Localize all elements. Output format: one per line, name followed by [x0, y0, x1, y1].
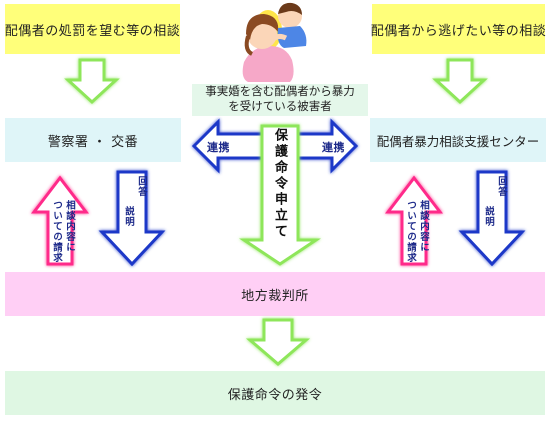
left-reply-label: 回答 — [136, 176, 147, 197]
police-box: 警察署 ・ 交番 — [5, 118, 181, 162]
police-label: 警察署 ・ 交番 — [47, 134, 139, 150]
arrow-right-reply-down — [458, 170, 526, 267]
victim-caption-line2: を受けている被害者 — [228, 99, 332, 113]
protection-order-issuance-label: 保護命令の発令 — [227, 387, 323, 403]
top-right-consultation-box: 配偶者から逃げたい等の相談 — [370, 4, 547, 54]
top-right-consultation-label: 配偶者から逃げたい等の相談 — [370, 23, 547, 39]
protection-order-petition-label: 保護命令申立て — [272, 128, 287, 240]
arrow-protection-order-petition — [239, 124, 321, 266]
victim-caption: 事実婚を含む配偶者から暴力 を受けている被害者 — [192, 84, 368, 116]
left-request-label-line2: ついての請求 — [51, 200, 62, 263]
arrow-top-left-down — [64, 58, 120, 105]
arrow-left-request-up — [30, 175, 90, 266]
top-left-consultation-label: 配偶者の処罰を望む等の相談 — [4, 23, 181, 39]
arrow-court-to-issuance — [245, 318, 311, 366]
right-explain-label: 説明 — [483, 206, 494, 227]
right-reply-label: 回答 — [496, 176, 507, 197]
cooperation-right-label: 連携 — [322, 141, 345, 154]
support-center-label: 配偶者暴力相談支援センター — [376, 133, 540, 149]
district-court-label: 地方裁判所 — [241, 288, 309, 304]
left-explain-label: 説明 — [123, 206, 134, 227]
arrow-top-right-down — [432, 58, 488, 105]
top-left-consultation-box: 配偶者の処罰を望む等の相談 — [5, 4, 180, 54]
arrow-left-reply-down — [98, 170, 166, 267]
support-center-box: 配偶者暴力相談支援センター — [370, 118, 546, 162]
cooperation-left-label: 連携 — [207, 141, 230, 154]
district-court-box: 地方裁判所 — [5, 272, 545, 316]
right-request-label-line1: 相談内容に — [418, 200, 429, 253]
protection-order-issuance-box: 保護命令の発令 — [5, 371, 545, 415]
left-request-label-line1: 相談内容に — [64, 200, 75, 253]
right-request-label-line2: ついての請求 — [405, 200, 416, 263]
arrow-right-request-up — [384, 175, 444, 266]
victim-caption-line1: 事実婚を含む配偶者から暴力 — [205, 84, 355, 98]
